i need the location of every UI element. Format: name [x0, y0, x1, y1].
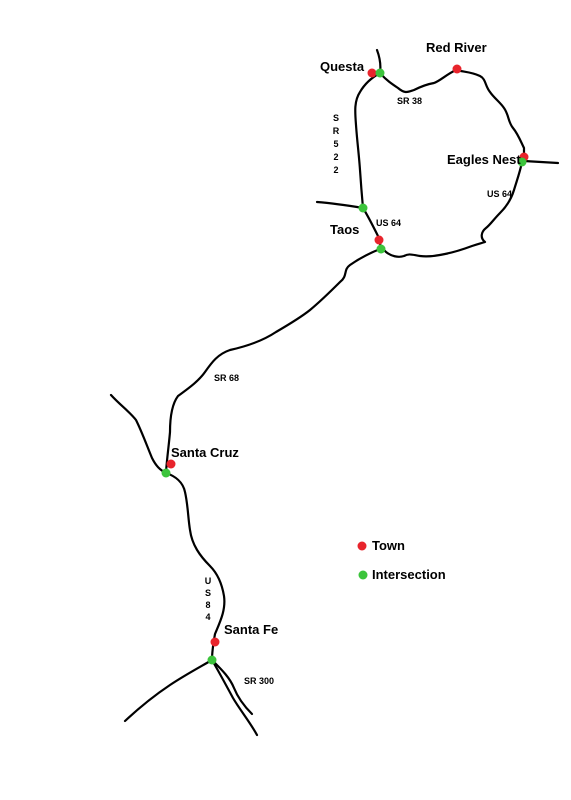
santa-fe-town-dot — [210, 637, 220, 647]
sr38-label: SR 38 — [397, 96, 422, 106]
road-sw-santa-fe — [123, 658, 214, 723]
santa-fe-intersection-dot — [207, 655, 217, 665]
road-us84 — [164, 471, 226, 662]
eagles-nest-intersection-dot — [517, 157, 527, 167]
santa-cruz-town-dot — [166, 459, 176, 469]
legend-town-dot — [357, 541, 367, 551]
road-sr68 — [164, 247, 382, 474]
santa-fe-label: Santa Fe — [224, 622, 278, 637]
road-sr38 — [378, 68, 458, 94]
legend-intersection-dot — [358, 570, 368, 580]
santa-cruz-intersection-dot — [161, 468, 171, 478]
questa-label: Questa — [320, 59, 365, 74]
red-river-label: Red River — [426, 40, 487, 55]
us64-east-label: US 64 — [487, 189, 512, 199]
taos-town-dot — [374, 235, 384, 245]
taos-label: Taos — [330, 222, 359, 237]
eagles-nest-label: Eagles Nest — [447, 152, 521, 167]
road-nw-santa-cruz — [109, 393, 168, 475]
red-river-town-dot — [452, 64, 462, 74]
sr68-label: SR 68 — [214, 373, 239, 383]
questa-town-dot — [367, 68, 377, 78]
road-sr300 — [212, 660, 254, 716]
taos-intersection-dot — [376, 244, 386, 254]
us64-taos-label: US 64 — [376, 218, 401, 228]
road-east-of-eagles-nest — [522, 159, 560, 165]
roads — [109, 48, 560, 737]
road-sr522 — [354, 71, 382, 210]
road-us64-east — [378, 160, 524, 258]
road-s-santa-fe — [210, 658, 259, 737]
santa-cruz-label: Santa Cruz — [171, 445, 239, 460]
legend: Town Intersection — [357, 538, 446, 582]
legend-town-label: Town — [372, 538, 405, 553]
legend-intersection-label: Intersection — [372, 567, 446, 582]
intersection-markers — [161, 68, 527, 665]
sr522-intersection-dot — [358, 203, 368, 213]
town-markers — [166, 64, 529, 647]
road-west-spur-taos — [315, 200, 365, 210]
sr300-label: SR 300 — [244, 676, 274, 686]
town-labels: Questa Red River Eagles Nest Taos Santa … — [171, 40, 521, 637]
questa-intersection-dot — [375, 68, 385, 78]
road-red-river-eagles-nest — [454, 68, 526, 159]
